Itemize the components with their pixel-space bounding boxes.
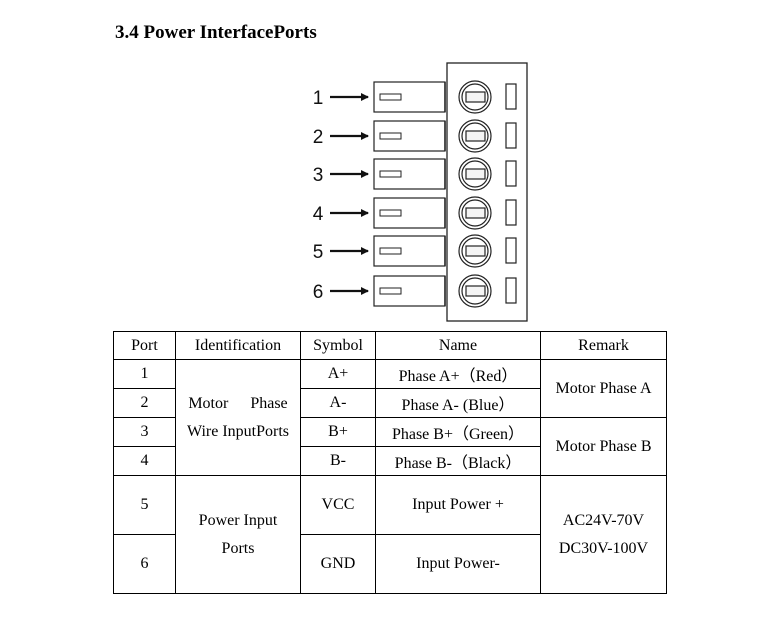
- test-slot-icon: [505, 83, 517, 110]
- screw-slot: [465, 168, 486, 180]
- name-cell: Phase B-（Black）: [375, 446, 541, 476]
- symbol-cell: VCC: [300, 475, 376, 535]
- pin-number-label: 1: [313, 88, 324, 109]
- identification-line: Motor Phase: [188, 394, 288, 412]
- symbol-cell: GND: [300, 534, 376, 594]
- name-cell: Phase A- (Blue）: [375, 388, 541, 418]
- wire-slot-icon: [373, 81, 446, 113]
- table-row: 6 GND Input Power-: [113, 534, 667, 594]
- table-row: 1 Motor Phase Wire InputPorts A+ Phase A…: [113, 359, 667, 476]
- identification-line: Wire InputPorts: [186, 422, 289, 440]
- name-cell: Phase A+（Red）: [375, 359, 541, 389]
- wire-slot-marker: [379, 209, 402, 217]
- pin-number-label: 5: [313, 242, 324, 263]
- pin-number-label: 4: [313, 204, 324, 225]
- test-slot-icon: [505, 199, 517, 226]
- table-header-row: Port Identification Symbol Name Remark: [113, 331, 667, 360]
- name-cell: Input Power +: [375, 475, 541, 535]
- name-cell: Phase B+（Green）: [375, 417, 541, 447]
- port-cell: 5: [113, 475, 176, 535]
- screw-slot: [465, 91, 486, 103]
- wire-slot-marker: [379, 170, 402, 178]
- wire-slot-marker: [379, 247, 402, 255]
- symbol-cell: A-: [300, 388, 376, 418]
- wire-slot-marker: [379, 93, 402, 101]
- remark-power-range: AC24V-70V DC30V-100V: [540, 475, 667, 594]
- pin-number-label: 6: [313, 282, 324, 303]
- screw-slot: [465, 207, 486, 219]
- header-port: Port: [113, 331, 176, 360]
- test-slot-icon: [505, 277, 517, 304]
- identification-motor-phase: Motor Phase Wire InputPorts: [175, 359, 301, 476]
- remark-motor-phase-b: Motor Phase B: [540, 417, 667, 476]
- symbol-cell: B-: [300, 446, 376, 476]
- pin-number-label: 3: [313, 165, 324, 186]
- screw-slot: [465, 130, 486, 142]
- table-row: 4 B- Phase B-（Black）: [113, 446, 667, 476]
- section-title: 3.4 Power InterfacePorts: [115, 22, 317, 43]
- port-cell: 3: [113, 417, 176, 447]
- connector-diagram-svg: 1 2 3 4 5 6: [313, 62, 528, 322]
- remark-motor-phase-a: Motor Phase A: [540, 359, 667, 418]
- header-identification: Identification: [175, 331, 301, 360]
- header-remark: Remark: [540, 331, 667, 360]
- table-row: 5 Power Input Ports VCC Input Power + AC…: [113, 475, 667, 594]
- wire-slot-marker: [379, 287, 402, 295]
- table-row: 2 A- Phase A- (Blue）: [113, 388, 667, 418]
- remark-line-ac: AC24V-70V: [562, 511, 645, 529]
- name-cell: Input Power-: [375, 534, 541, 594]
- port-cell: 4: [113, 446, 176, 476]
- wire-slot-marker: [379, 132, 402, 140]
- port-cell: 2: [113, 388, 176, 418]
- port-table: Port Identification Symbol Name Remark 1…: [113, 331, 667, 594]
- remark-line-dc: DC30V-100V: [558, 539, 649, 557]
- pin-number-label: 2: [313, 127, 324, 148]
- screw-slot: [465, 285, 486, 297]
- identification-line: Ports: [221, 539, 255, 557]
- identification-power-input: Power Input Ports: [175, 475, 301, 594]
- port-cell: 6: [113, 534, 176, 594]
- screw-slot: [465, 245, 486, 257]
- test-slot-icon: [505, 160, 517, 187]
- test-slot-icon: [505, 122, 517, 149]
- header-symbol: Symbol: [300, 331, 376, 360]
- symbol-cell: A+: [300, 359, 376, 389]
- test-slot-icon: [505, 237, 517, 264]
- symbol-cell: B+: [300, 417, 376, 447]
- table-row: 3 B+ Phase B+（Green） Motor Phase B: [113, 417, 667, 476]
- header-name: Name: [375, 331, 541, 360]
- identification-line: Power Input: [198, 511, 278, 529]
- connector-diagram: 1 2 3 4 5 6: [313, 62, 528, 322]
- port-cell: 1: [113, 359, 176, 389]
